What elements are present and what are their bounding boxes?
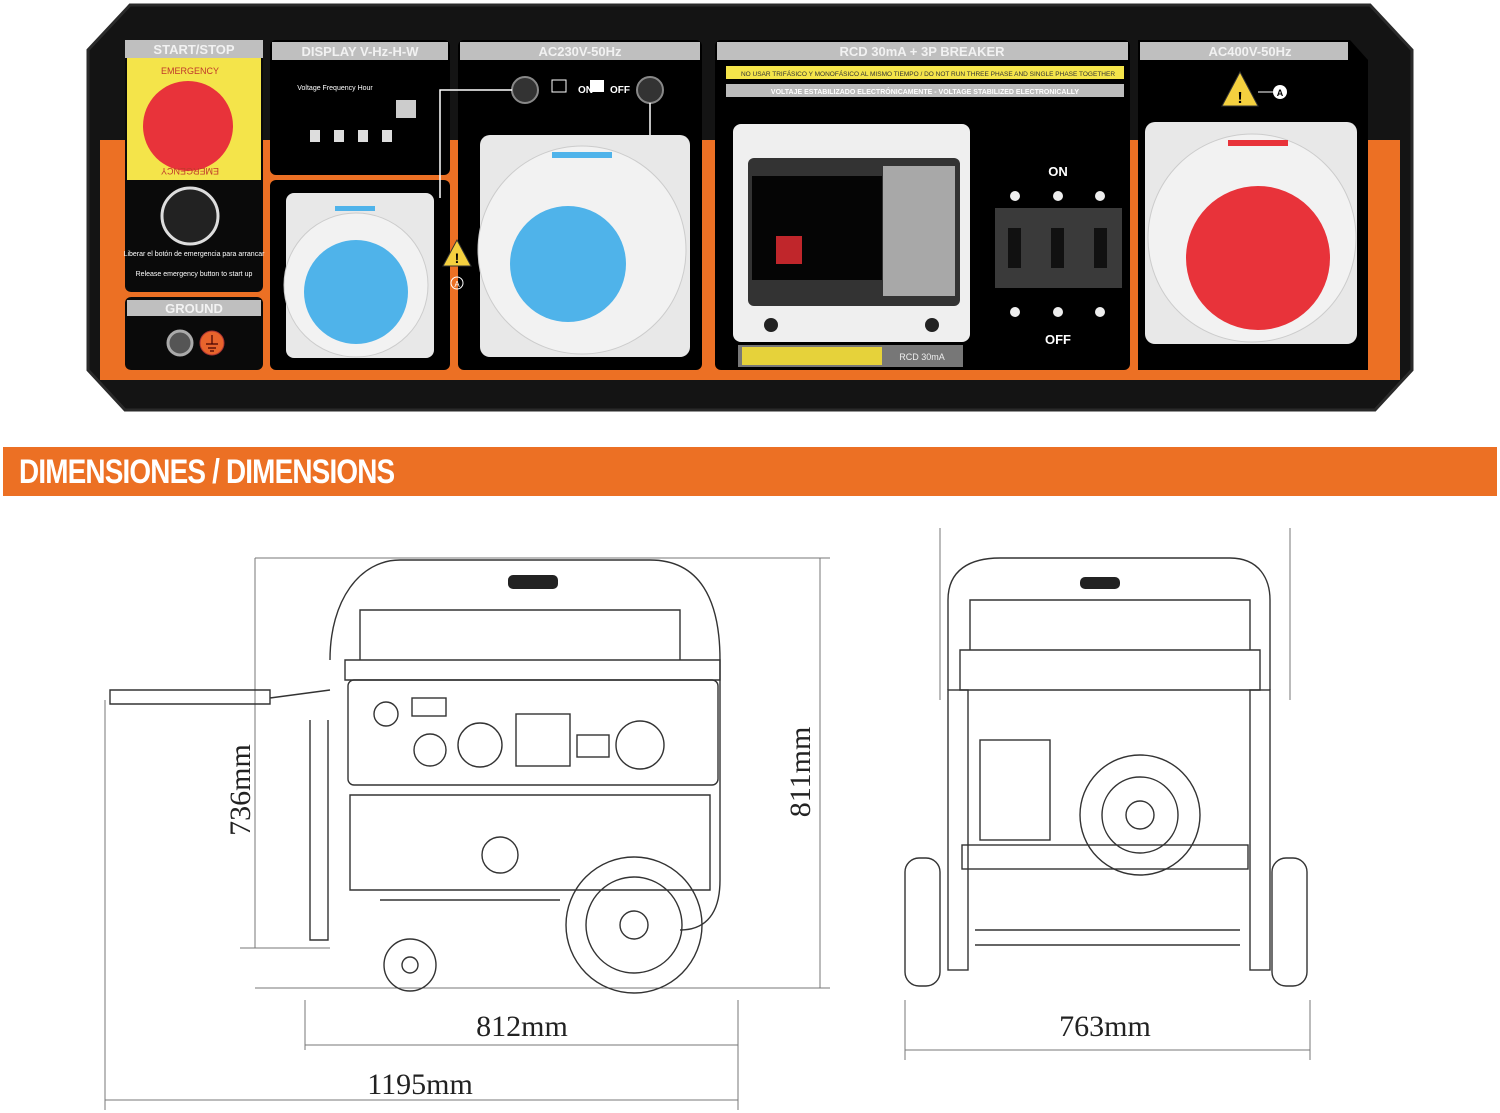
breaker-switch-1[interactable] — [1008, 228, 1021, 268]
breaker-button-small[interactable] — [511, 76, 539, 104]
emergency-label-bottom: EMERGENCY — [161, 166, 219, 176]
emergency-stop-button[interactable] — [143, 81, 233, 171]
breaker-switch-3[interactable] — [1094, 228, 1107, 268]
phase-warning: NO USAR TRIFÁSICO Y MONOFÁSICO AL MISMO … — [741, 69, 1115, 78]
display-screen — [396, 100, 416, 118]
instructions-es: Liberar el botón de emergencia para arra… — [124, 251, 266, 258]
svg-text:!: ! — [1237, 90, 1242, 107]
on-icon — [551, 79, 567, 93]
control-panel: START/STOP EMERGENCY EMERGENCY Liberar e… — [86, 3, 1414, 412]
dimensions-banner: DIMENSIONES / DIMENSIONS — [3, 447, 1497, 496]
dimension-side-width: 763mm — [1059, 1010, 1151, 1043]
ground-terminal[interactable] — [166, 329, 194, 357]
rcd-tag: RCD 30mA — [899, 352, 945, 362]
warning-ref: A — [1277, 88, 1284, 98]
start-stop-section: START/STOP EMERGENCY EMERGENCY Liberar e… — [124, 40, 266, 292]
breaker-button-large[interactable] — [636, 76, 664, 104]
rcd-device[interactable] — [733, 124, 970, 342]
warning-ref-small: A — [454, 280, 460, 289]
front-view-drawing: 736mm 811mm 812mm 1195mm — [104, 557, 830, 1110]
display-button-4[interactable] — [382, 130, 392, 142]
off-icon — [590, 80, 604, 92]
dimensions-title: DIMENSIONES / DIMENSIONS — [19, 453, 395, 491]
start-button[interactable] — [160, 186, 220, 246]
breaker-off-label: OFF — [1045, 332, 1071, 347]
display-section: DISPLAY V-Hz-H-W Voltage Frequency Hour — [270, 40, 450, 175]
display-caption: Voltage Frequency Hour — [297, 85, 373, 92]
warning-icon — [1221, 70, 1259, 107]
display-button-3[interactable] — [358, 130, 368, 142]
ground-header: GROUND — [165, 301, 223, 316]
display-header: DISPLAY V-Hz-H-W — [301, 44, 419, 59]
dimension-front-height: 736mm — [224, 744, 257, 836]
rcd-test-button[interactable] — [776, 236, 802, 264]
instructions-en: Release emergency button to start up — [136, 271, 253, 278]
breaker-on-label: ON — [1048, 164, 1068, 179]
side-view-drawing: 763mm — [904, 528, 1311, 1060]
emergency-label-top: EMERGENCY — [161, 66, 219, 76]
dimension-total-length: 1195mm — [367, 1068, 473, 1101]
ground-section: GROUND — [125, 297, 263, 370]
rcd-section: RCD 30mA + 3P BREAKER NO USAR TRIFÁSICO … — [715, 40, 1130, 370]
socket-230v-small[interactable] — [283, 193, 434, 358]
ac230-header: AC230V-50Hz — [538, 44, 622, 59]
warning-icon: ! A — [442, 238, 472, 290]
rcd-header: RCD 30mA + 3P BREAKER — [839, 44, 1005, 59]
dimension-front-width: 812mm — [476, 1010, 568, 1043]
start-stop-header: START/STOP — [153, 42, 234, 57]
display-button-2[interactable] — [334, 130, 344, 142]
ac400-header: AC400V-50Hz — [1208, 44, 1292, 59]
display-button-1[interactable] — [310, 130, 320, 142]
voltage-note: VOLTAJE ESTABILIZADO ELECTRÓNICAMENTE - … — [771, 87, 1079, 96]
ac230-section: AC230V-50Hz ON OFF ! — [270, 40, 702, 370]
dimension-total-height: 811mm — [784, 727, 817, 818]
breaker-switch-2[interactable] — [1051, 228, 1064, 268]
svg-text:!: ! — [455, 250, 460, 266]
socket-400v[interactable] — [1145, 122, 1357, 344]
on-label: ON — [578, 85, 593, 96]
ac400-section: AC400V-50Hz ! A — [1138, 40, 1368, 370]
off-label: OFF — [610, 85, 630, 96]
socket-230v-large[interactable] — [477, 135, 690, 357]
